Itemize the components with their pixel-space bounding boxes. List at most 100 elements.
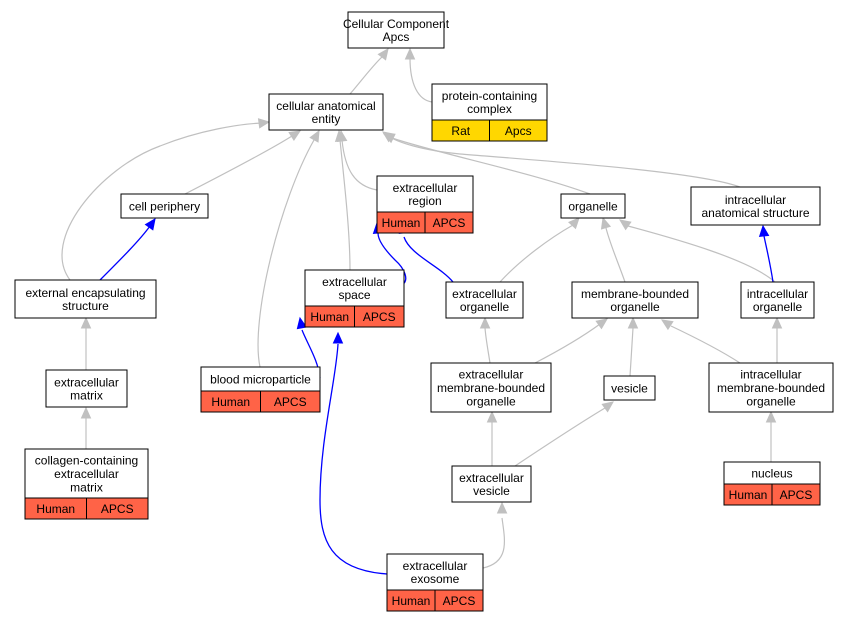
node-label: entity <box>312 112 341 126</box>
edge-ees-to-cell-periphery <box>99 218 156 281</box>
node-box <box>430 362 552 413</box>
edge-intra-mbo-to-intra-organelle <box>771 316 783 363</box>
node-box <box>431 83 548 121</box>
node-label: Cellular Component <box>343 17 450 31</box>
edge-line <box>534 323 601 364</box>
arrow-head <box>765 410 777 423</box>
node-label: extracellular <box>459 471 524 485</box>
node-label: organelle <box>746 394 796 408</box>
gene-cell <box>354 305 405 328</box>
edge-ext-vesicle-to-vesicle <box>514 401 614 467</box>
node-label: organelle <box>610 300 660 314</box>
gene-cell <box>771 483 821 506</box>
edge-ext-mbo-to-ext-organelle <box>479 316 491 364</box>
arrow-head <box>619 219 632 231</box>
node-label: cellular anatomical <box>276 99 375 113</box>
arrow-head <box>595 318 608 330</box>
edge-line <box>670 325 741 364</box>
edge-line <box>403 236 454 283</box>
node-collagen[interactable]: collagen-containingextracellularmatrixHu… <box>24 448 149 520</box>
species-label: Human <box>382 216 421 230</box>
node-organelle[interactable]: organelle <box>560 193 626 219</box>
node-label: exosome <box>411 572 460 586</box>
edge-intra-organelle-to-organelle <box>619 219 776 283</box>
edge-ecm-to-ees <box>80 316 92 371</box>
node-label: organelle <box>460 300 510 314</box>
edge-line <box>349 55 384 95</box>
edge-line <box>627 225 776 283</box>
node-label: Apcs <box>383 30 410 44</box>
gene-label: APCS <box>433 216 466 230</box>
species-label: Human <box>729 488 768 502</box>
node-label: anatomical structure <box>701 206 809 220</box>
edge-exosome-to-ext-space <box>319 331 388 575</box>
node-label: membrane-bounded <box>437 381 545 395</box>
arrow-head <box>758 224 770 238</box>
arrow-head <box>568 217 580 230</box>
edge-line <box>514 407 606 467</box>
edge-intra-organelle-to-ias <box>758 224 774 283</box>
arrow-head <box>309 129 320 143</box>
edge-nucleus-to-intra-mbo <box>765 410 777 463</box>
arrow-head <box>334 129 346 143</box>
arrow-head <box>382 131 395 143</box>
node-label: external encapsulating <box>25 286 145 300</box>
arrow-head <box>296 316 308 330</box>
edge-ext-mbo-to-mbo <box>534 318 608 364</box>
edge-line <box>99 225 151 281</box>
node-label: intracellular <box>747 287 808 301</box>
arrow-head <box>144 218 156 231</box>
gene-label: APCS <box>443 594 476 608</box>
arrow-head <box>80 316 92 329</box>
edge-ext-vesicle-to-ext-mbo <box>486 410 498 467</box>
arrow-head <box>771 316 783 329</box>
nodes-layer: Cellular ComponentApcsprotein-containing… <box>14 11 834 612</box>
edge-line <box>319 343 388 575</box>
edge-cae-to-root <box>349 48 389 95</box>
node-label: structure <box>62 299 109 313</box>
species-label: Rat <box>451 124 470 138</box>
node-label: organelle <box>466 394 516 408</box>
node-box <box>740 281 815 319</box>
edge-line <box>629 327 634 377</box>
gene-cell <box>434 589 484 612</box>
edge-exosome-to-ext-vesicle <box>482 501 508 569</box>
arrow-head <box>601 401 614 413</box>
edge-ees-to-cae <box>61 118 271 281</box>
node-vesicle[interactable]: vesicle <box>603 375 656 401</box>
edge-line <box>257 139 315 368</box>
gene-cell <box>489 119 548 142</box>
edge-ext-space-to-cae <box>334 129 351 271</box>
gene-cell <box>86 497 149 520</box>
arrow-head <box>600 216 612 230</box>
node-label: extracellular <box>54 375 119 389</box>
arrow-head <box>288 130 302 142</box>
edge-line <box>391 137 591 195</box>
gene-label: APCS <box>101 502 134 516</box>
species-label: Human <box>310 310 349 324</box>
gene-label: Apcs <box>505 124 532 138</box>
edge-pcc-to-root <box>404 47 433 103</box>
node-label: matrix <box>70 389 103 403</box>
edge-blood-mp-to-cae <box>257 129 320 368</box>
node-cell-periphery[interactable]: cell periphery <box>120 193 209 219</box>
edge-line <box>484 327 491 364</box>
edge-line <box>763 235 774 283</box>
